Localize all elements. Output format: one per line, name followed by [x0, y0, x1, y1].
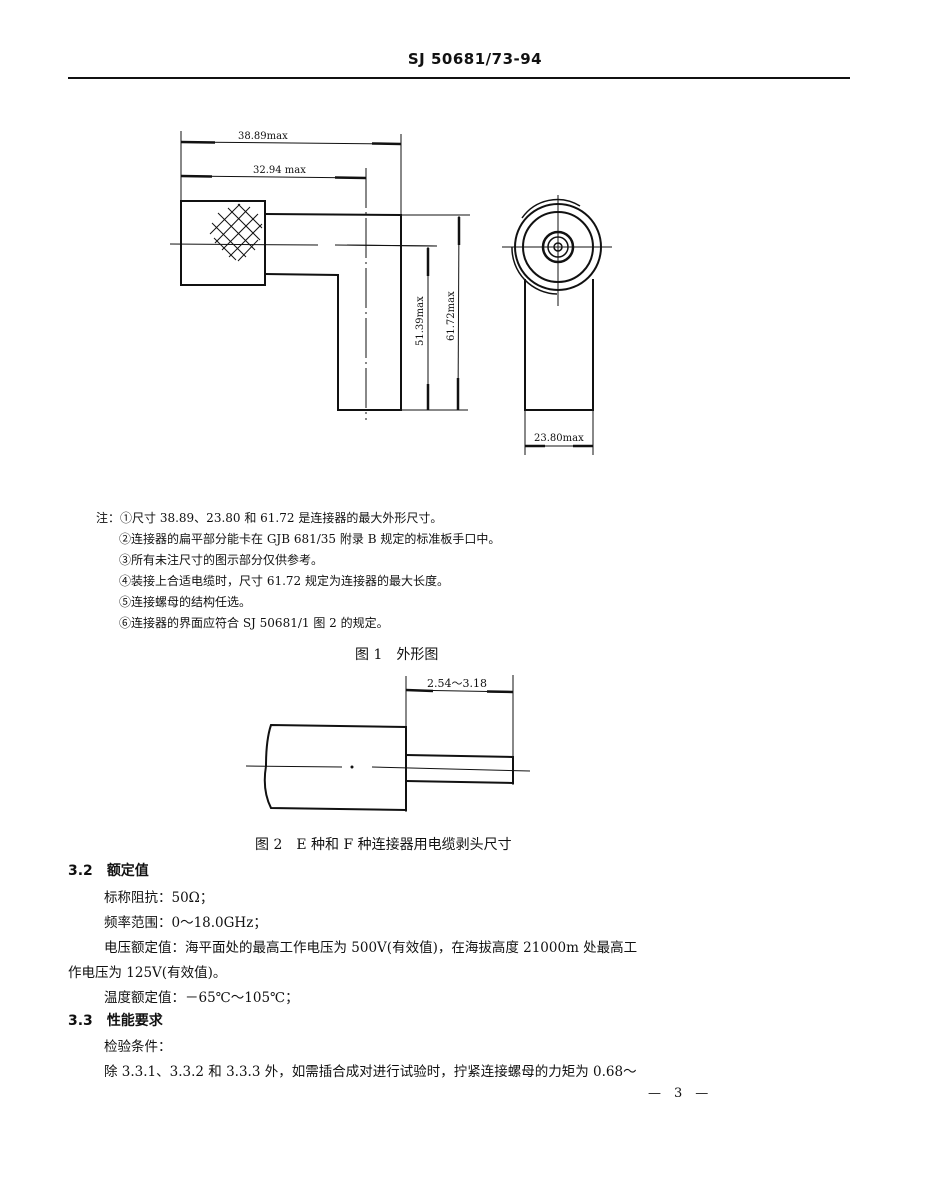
figure1-end-view [502, 195, 612, 455]
section-title: 性能要求 [106, 1013, 163, 1029]
rating-temperature: 温度额定值：－65℃～105℃； [104, 990, 299, 1006]
section-number: 3.3 [68, 1013, 93, 1029]
test-conditions-text: 除 3.3.1、3.3.2 和 3.3.3 外，如需插合成对进行试验时，拧紧连接… [104, 1064, 637, 1080]
test-conditions-label: 检验条件： [104, 1039, 172, 1055]
header-rule [68, 77, 850, 79]
technical-drawings: 38.89max 32.94 max 51.39max 61.72max 23.… [169, 131, 612, 812]
dim-height-short: 51.39max [415, 296, 426, 346]
figure2-cable-strip [245, 675, 531, 812]
rating-frequency: 频率范围：0～18.0GHz； [104, 915, 267, 931]
note-6: ⑥连接器的界面应符合 SJ 50681/1 图 2 的规定。 [119, 616, 389, 630]
figure1-notes: 注：①尺寸 38.89、23.80 和 61.72 是连接器的最大外形尺寸。 ②… [96, 508, 500, 634]
section-3-3-heading: 3.3 性能要求 [68, 1010, 163, 1030]
standard-code-header: SJ 50681/73-94 [407, 50, 543, 68]
figure1-side-view [169, 131, 470, 420]
rating-voltage: 电压额定值：海平面处的最高工作电压为 500V(有效值)，在海拔高度 21000… [104, 940, 638, 956]
dim-strip-length: 2.54～3.18 [427, 677, 487, 690]
note-4: ④装接上合适电缆时，尺寸 61.72 规定为连接器的最大长度。 [119, 574, 449, 588]
rating-voltage-cont: 作电压为 125V(有效值)。 [68, 965, 227, 981]
rating-impedance: 标称阻抗：50Ω； [104, 890, 214, 906]
note-5: ⑤连接螺母的结构任选。 [119, 595, 252, 609]
figure2-caption: 图 2 E 种和 F 种连接器用电缆剥头尺寸 [255, 837, 512, 853]
dim-width: 23.80max [534, 433, 584, 444]
page-number: — 3 — [648, 1086, 709, 1101]
note-3: ③所有未注尺寸的图示部分仅供参考。 [119, 553, 324, 567]
section-3-2-heading: 3.2 额定值 [68, 860, 149, 880]
dim-overall-length: 38.89max [238, 131, 288, 142]
dim-body-length: 32.94 max [253, 165, 306, 176]
figure1-side-view-labels: 38.89max 32.94 max 51.39max 61.72max [238, 131, 457, 346]
section-title: 额定值 [106, 863, 149, 879]
figure1-caption: 图 1 外形图 [355, 647, 439, 663]
note-1: 注：①尺寸 38.89、23.80 和 61.72 是连接器的最大外形尺寸。 [96, 511, 443, 525]
dim-height-long: 61.72max [446, 291, 457, 341]
note-2: ②连接器的扁平部分能卡在 GJB 681/35 附录 B 规定的标准板手口中。 [119, 532, 501, 546]
section-number: 3.2 [68, 863, 93, 879]
